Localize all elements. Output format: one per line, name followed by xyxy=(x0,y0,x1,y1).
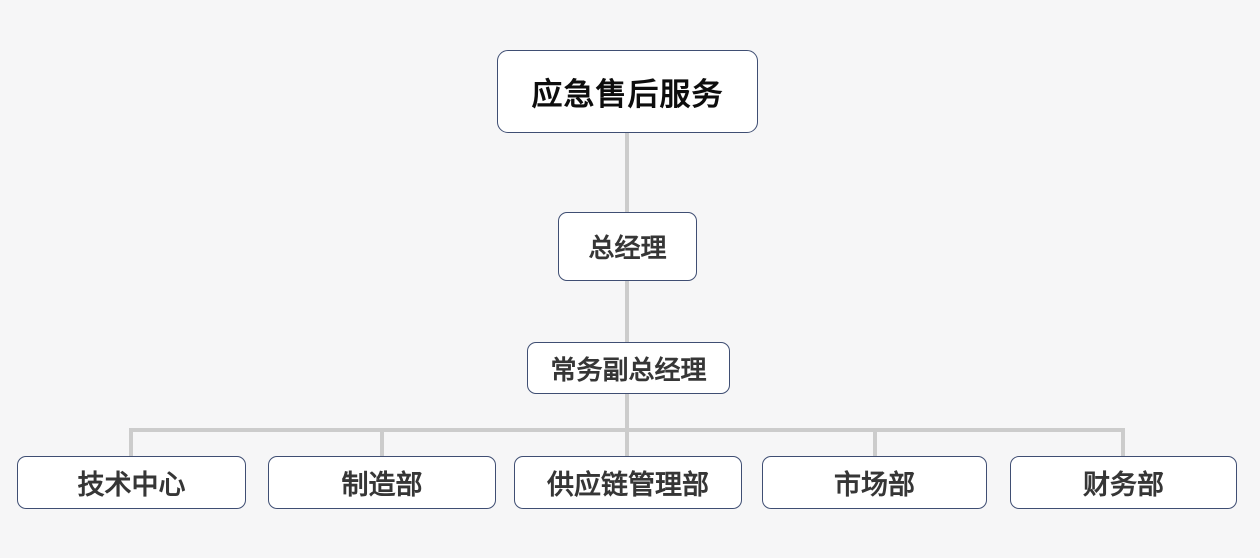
org-node-deputy-general-manager: 常务副总经理 xyxy=(527,342,730,394)
org-node-manufacturing-dept: 制造部 xyxy=(268,456,496,509)
connector-root-to-gm xyxy=(625,133,629,212)
org-node-tech-center: 技术中心 xyxy=(17,456,246,509)
connector-drop-tech-center xyxy=(129,428,133,456)
org-node-finance-dept: 财务部 xyxy=(1010,456,1237,509)
connector-drop-finance xyxy=(1121,428,1125,456)
org-node-general-manager: 总经理 xyxy=(558,212,697,281)
org-node-marketing-dept: 市场部 xyxy=(762,456,987,509)
connector-dgm-to-bus xyxy=(625,394,629,430)
connector-gm-to-dgm xyxy=(625,281,629,342)
org-node-supply-chain-dept: 供应链管理部 xyxy=(514,456,742,509)
org-node-root: 应急售后服务 xyxy=(497,50,758,133)
connector-drop-manufacturing xyxy=(380,428,384,456)
connector-drop-marketing xyxy=(873,428,877,456)
connector-drop-supply-chain xyxy=(625,428,629,456)
